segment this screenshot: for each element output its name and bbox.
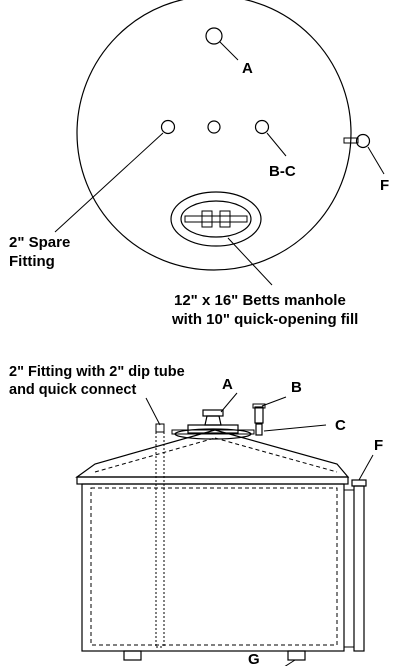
fitting-f-side-cap (351, 479, 367, 487)
tank-foot-right (287, 650, 306, 661)
leader-c-side (263, 424, 327, 432)
label-fitting-line1: 2" Fitting with 2" dip tube (9, 364, 185, 380)
manhole-side (171, 409, 255, 440)
leader-f-side (358, 454, 374, 481)
top-view: A 2" Spare Fitting B-C F 12" x 16" Betts… (9, 0, 389, 328)
label-spare-line1: 2" Spare (9, 234, 70, 251)
tank-foot-left (123, 650, 142, 661)
label-a-side: A (222, 376, 233, 393)
tank-top-cone (75, 429, 350, 478)
leader-bc-top (266, 132, 287, 157)
fitting-b-side (254, 406, 264, 424)
tank-inner-wall (90, 487, 338, 646)
tank-top-outline (76, 0, 352, 271)
label-c-side: C (335, 417, 346, 434)
leader-dip-tube (145, 397, 161, 426)
label-g-side: G (248, 651, 260, 666)
fitting-a-top (205, 27, 223, 45)
label-manhole-line1: 12" x 16" Betts manhole (174, 292, 346, 309)
fitting-bc-top (254, 119, 270, 135)
label-a-top: A (242, 60, 253, 77)
leader-manhole-top (227, 237, 273, 286)
fitting-f-top (355, 133, 371, 149)
label-manhole-line2: with 10" quick-opening fill (171, 311, 358, 328)
leader-a-top (219, 41, 239, 61)
label-bc-top: B-C (269, 163, 296, 180)
leader-spare-top (54, 132, 164, 233)
tank-rim (76, 476, 349, 485)
label-fitting-line2: and quick connect (9, 382, 136, 398)
side-view: 2" Fitting with 2" dip tube and quick co… (9, 364, 383, 666)
leader-b-side (261, 396, 287, 407)
spare-fitting-top (160, 119, 176, 135)
dip-tube-fitting (155, 423, 165, 433)
label-f-side: F (374, 437, 383, 454)
tank-body (81, 483, 345, 652)
fitting-f-side-pipe (353, 485, 365, 652)
label-spare-line2: Fitting (9, 253, 55, 270)
fitting-f-neck-top (343, 137, 359, 144)
label-f-top: F (380, 177, 389, 194)
fitting-c-side (255, 423, 263, 436)
leader-a-side (220, 392, 238, 413)
leader-g-side (284, 659, 296, 666)
label-b-side: B (291, 379, 302, 396)
center-fitting-top (207, 120, 221, 134)
leader-f-top (367, 146, 385, 175)
manhole-top (170, 191, 262, 247)
